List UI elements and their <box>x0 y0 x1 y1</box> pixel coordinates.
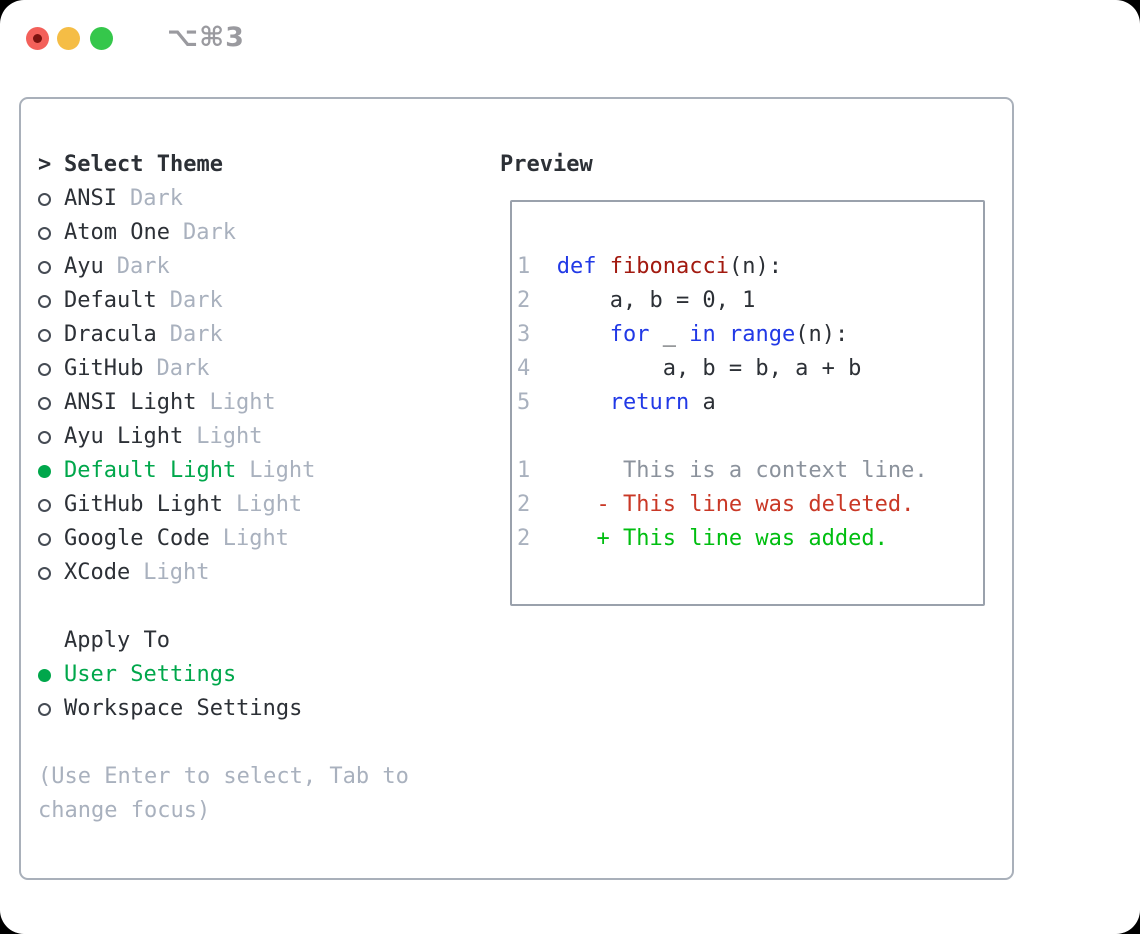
help-text-line-1: (Use Enter to select, Tab to <box>38 764 409 789</box>
option-label: Ayu <box>64 254 104 279</box>
option-label: GitHub Light <box>64 492 223 517</box>
apply-option-user-settings[interactable]: User Settings <box>38 658 409 692</box>
diff-added-line: 2 + This line was added. <box>517 526 888 551</box>
theme-list: > Select Theme ANSI Dark Atom One Dark A… <box>38 148 409 828</box>
option-variant-label: Light <box>209 390 276 415</box>
code-line-5: 5 return a <box>517 390 716 415</box>
option-variant-label: Dark <box>116 254 170 279</box>
radio-icon <box>38 498 51 512</box>
code-line-4: 4 a, b = b, a + b <box>517 356 862 381</box>
option-label: Google Code <box>64 526 210 551</box>
select-theme-header: > Select Theme <box>38 148 409 182</box>
code-line-3: 3 for _ in range(n): <box>517 322 849 347</box>
option-label: Workspace Settings <box>64 696 303 721</box>
theme-option-ansi-light[interactable]: ANSI Light Light <box>38 386 409 420</box>
option-variant-label: Dark <box>182 220 236 245</box>
code-line-1: 1 def fibonacci(n): <box>517 254 782 279</box>
apply-to-label: Apply To <box>64 628 170 653</box>
option-label: Default <box>64 288 157 313</box>
option-label: ANSI Light <box>64 390 197 415</box>
radio-icon <box>38 668 51 682</box>
theme-option-google-code[interactable]: Google Code Light <box>38 522 409 556</box>
radio-icon <box>38 226 51 240</box>
option-variant-label: Light <box>196 424 263 449</box>
option-label: User Settings <box>64 662 237 687</box>
preview-box: 1 def fibonacci(n): 2 a, b = 0, 1 3 for … <box>510 200 985 606</box>
option-label: Dracula <box>64 322 157 347</box>
option-label: Ayu Light <box>64 424 184 449</box>
select-theme-label: Select Theme <box>64 152 223 177</box>
minimize-button[interactable] <box>57 27 80 50</box>
main-panel: > Select Theme ANSI Dark Atom One Dark A… <box>19 97 1014 880</box>
apply-to-header: Apply To <box>38 624 409 658</box>
window-title: ⌥⌘3 <box>167 22 245 53</box>
option-variant-label: Light <box>249 458 316 483</box>
zoom-button[interactable] <box>90 27 113 50</box>
radio-icon <box>38 294 51 308</box>
theme-option-dracula[interactable]: Dracula Dark <box>38 318 409 352</box>
radio-icon <box>38 464 51 478</box>
diff-context-line: 1 This is a context line. <box>517 458 928 483</box>
theme-option-ayu-light[interactable]: Ayu Light Light <box>38 420 409 454</box>
option-variant-label: Dark <box>129 186 183 211</box>
radio-icon <box>38 566 51 580</box>
radio-icon <box>38 260 51 274</box>
help-text-line-2: change focus) <box>38 798 211 823</box>
theme-option-xcode[interactable]: XCode Light <box>38 556 409 590</box>
close-button[interactable] <box>26 27 49 50</box>
code-line-2: 2 a, b = 0, 1 <box>517 288 756 313</box>
option-label: Default Light <box>64 458 237 483</box>
theme-options: ANSI Dark Atom One Dark Ayu Dark Default… <box>38 182 409 590</box>
radio-icon <box>38 328 51 342</box>
option-variant-label: Light <box>143 560 210 585</box>
option-variant-label: Dark <box>169 288 223 313</box>
option-label: ANSI <box>64 186 117 211</box>
blank-line <box>517 420 983 454</box>
theme-option-ansi[interactable]: ANSI Dark <box>38 182 409 216</box>
radio-icon <box>38 702 51 716</box>
apply-to-options: User Settings Workspace Settings <box>38 658 409 726</box>
option-label: XCode <box>64 560 131 585</box>
option-variant-label: Dark <box>156 356 210 381</box>
diff-deleted-line: 2 - This line was deleted. <box>517 492 915 517</box>
option-variant-label: Dark <box>169 322 223 347</box>
radio-icon <box>38 430 51 444</box>
radio-icon <box>38 396 51 410</box>
theme-option-default[interactable]: Default Dark <box>38 284 409 318</box>
theme-option-atom-one[interactable]: Atom One Dark <box>38 216 409 250</box>
theme-option-github-light[interactable]: GitHub Light Light <box>38 488 409 522</box>
prompt-chevron-icon: > <box>38 152 52 177</box>
preview-title: Preview <box>500 152 593 177</box>
option-variant-label: Light <box>222 526 289 551</box>
radio-icon <box>38 192 51 206</box>
option-label: GitHub <box>64 356 144 381</box>
radio-icon <box>38 362 51 376</box>
option-label: Atom One <box>64 220 170 245</box>
radio-icon <box>38 532 51 546</box>
theme-option-ayu[interactable]: Ayu Dark <box>38 250 409 284</box>
theme-option-github[interactable]: GitHub Dark <box>38 352 409 386</box>
theme-option-default-light[interactable]: Default Light Light <box>38 454 409 488</box>
titlebar: ⌥⌘3 <box>0 0 1140 76</box>
option-variant-label: Light <box>235 492 303 517</box>
apply-option-workspace-settings[interactable]: Workspace Settings <box>38 692 409 726</box>
